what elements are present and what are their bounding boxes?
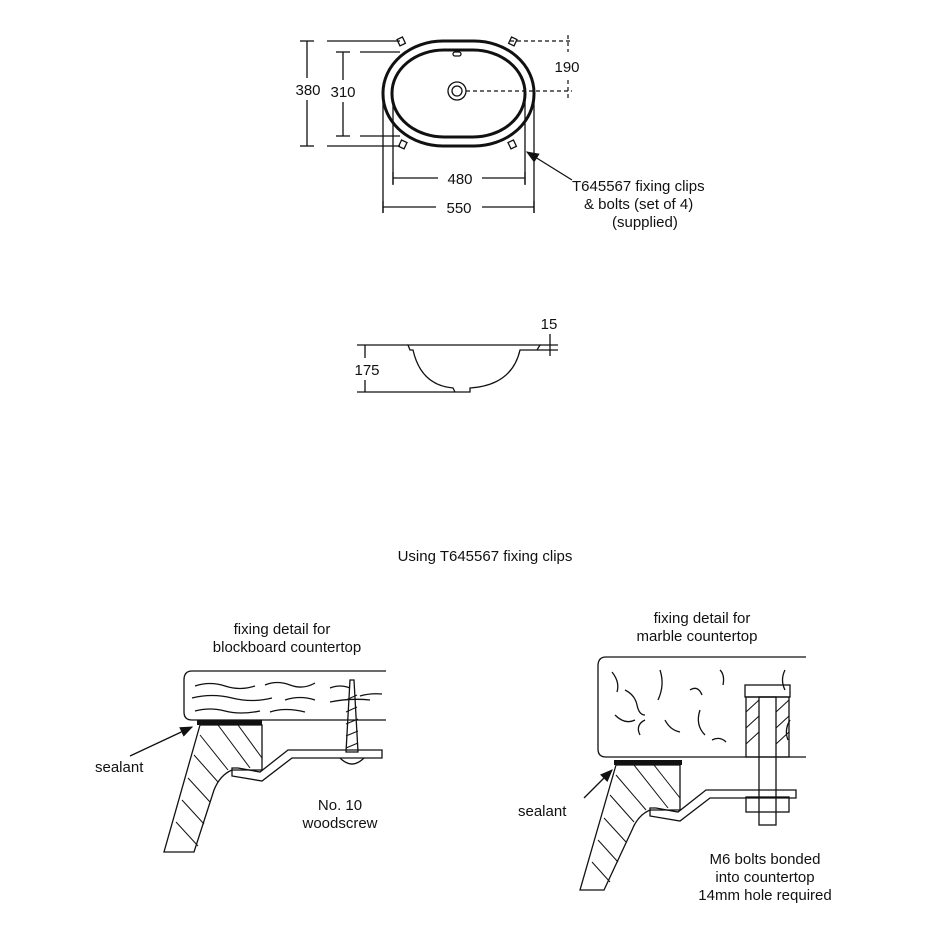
marble-countertop: [597, 656, 806, 758]
caption: Using T645567 fixing clips: [398, 548, 573, 565]
screw-label-2: woodscrew: [301, 815, 377, 832]
woodscrew: [339, 679, 365, 765]
basin-rim-section: [579, 764, 681, 891]
marble-title-1: fixing detail for: [654, 610, 751, 627]
marble-texture: [611, 669, 791, 743]
sealant-strip: [197, 720, 262, 725]
marble-detail: fixing detail for marble countertop seal…: [518, 610, 832, 904]
fixing-clip: [231, 749, 383, 782]
dim-15-line: [537, 334, 558, 356]
basin-outer-rim: [381, 39, 536, 148]
dim-380-line: [300, 40, 314, 147]
clip-note-line-3: (supplied): [612, 214, 678, 231]
dim-15: 15: [541, 316, 558, 333]
side-view: 175 15: [354, 316, 558, 393]
bolt-label-1: M6 bolts bonded: [710, 851, 821, 868]
dim-550: 550: [446, 200, 471, 217]
clip-note-line-1: T645567 fixing clips: [572, 178, 705, 195]
dim-480: 480: [447, 171, 472, 188]
basin-side-profile: [407, 344, 542, 393]
bolt-label-3: 14mm hole required: [698, 887, 831, 904]
dim-190-line: [466, 35, 572, 98]
fixing-clip-marks: [396, 36, 518, 150]
clip-note-line-2: & bolts (set of 4): [584, 196, 693, 213]
wood-grain: [191, 681, 383, 714]
dim-380: 380: [295, 82, 320, 99]
sealant-arrow: [129, 726, 194, 757]
blockboard-title-1: fixing detail for: [234, 621, 331, 638]
screw-label-1: No. 10: [318, 797, 362, 814]
blockboard-countertop: [183, 670, 386, 721]
bolt-label-2: into countertop: [715, 869, 814, 886]
fixing-clip: [649, 789, 797, 822]
dim-190: 190: [554, 59, 579, 76]
blockboard-title-2: blockboard countertop: [213, 639, 361, 656]
overflow-slot: [452, 51, 462, 57]
dim-310-line: [336, 51, 350, 137]
dim-550-line: [382, 201, 535, 213]
dim-480-line: [392, 172, 526, 184]
marble-sealant-label: sealant: [518, 803, 567, 820]
dim-310: 310: [330, 84, 355, 101]
section-hatch: [591, 764, 681, 883]
basin-inner-bowl: [390, 48, 527, 139]
m6-bolt: [744, 684, 791, 826]
extension-lines: [327, 40, 535, 213]
sealant-arrow: [583, 769, 613, 799]
blockboard-detail: fixing detail for blockboard countertop …: [95, 621, 386, 853]
dim-175: 175: [354, 362, 379, 379]
waste-outlet: [447, 81, 467, 101]
basin-rim-section: [163, 724, 263, 853]
clip-leader-arrow: [525, 151, 573, 181]
sealant-strip: [614, 760, 682, 765]
blockboard-sealant-label: sealant: [95, 759, 144, 776]
marble-title-2: marble countertop: [637, 628, 758, 645]
section-hatch: [175, 724, 263, 847]
waste-outlet-inner: [451, 85, 463, 97]
top-view: 380 310 190 480 550 T645567 fixing clips…: [295, 35, 705, 231]
dim-175-line: [357, 344, 455, 393]
